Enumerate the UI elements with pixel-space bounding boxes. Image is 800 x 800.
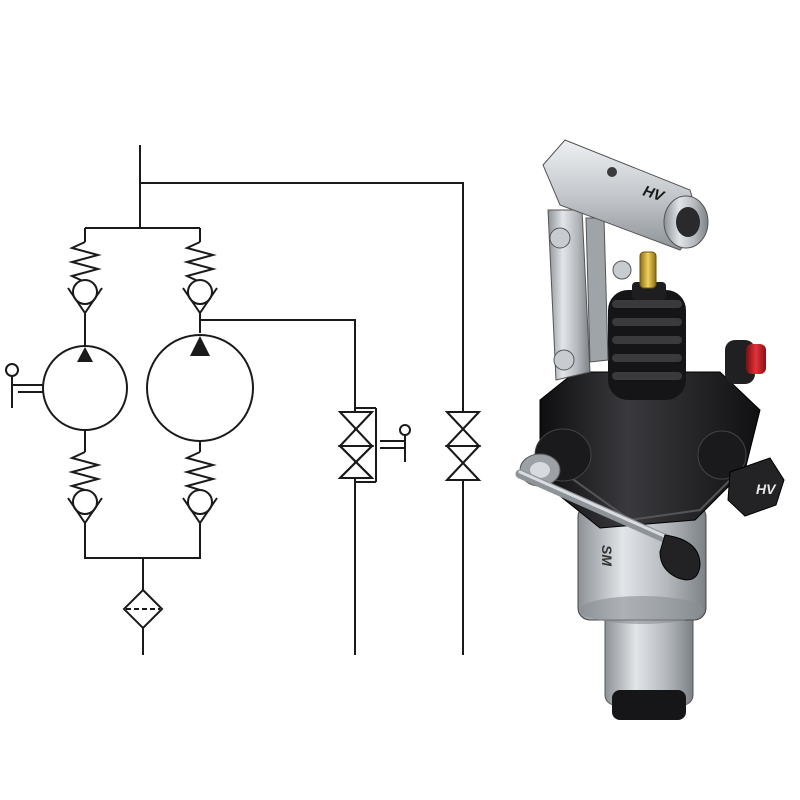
pump-left (42, 345, 128, 431)
valve-lever[interactable] (515, 469, 701, 581)
hydraulic-schematic (5, 145, 482, 655)
lower-manifold-line (84, 523, 201, 559)
relief-valve-cap (746, 344, 766, 374)
spring-lower-left (68, 451, 102, 491)
brand-side: HV (756, 481, 777, 497)
manual-lever-symbol (5, 363, 43, 408)
pressure-branch-line (200, 319, 356, 655)
spring-lower-right (183, 451, 217, 491)
hand-pump-product: SM HV (515, 139, 785, 720)
pump-body: HV (519, 340, 785, 529)
check-valve-lower-left (67, 489, 103, 525)
return-line (140, 182, 464, 655)
link-plates (547, 209, 632, 381)
body-mark: SM (599, 545, 615, 566)
pump-cylinder: SM (577, 504, 707, 720)
check-valve-lower-right (182, 489, 218, 525)
shutoff-valve-symbol (444, 411, 482, 481)
check-valve-upper-right (182, 279, 218, 315)
check-valve-upper-left (67, 279, 103, 315)
brand-top: HV (641, 183, 668, 206)
pump-right (146, 334, 254, 442)
filter-symbol (122, 588, 164, 630)
spring-upper-right (183, 241, 217, 283)
manual-valve-symbol (337, 407, 411, 483)
ribbed-cap (608, 282, 686, 400)
lever-grip[interactable] (659, 534, 701, 581)
valve-knob[interactable] (727, 457, 785, 517)
spring-upper-left (68, 241, 102, 283)
plunger-pin (639, 251, 657, 289)
handle-socket[interactable]: HV (542, 139, 709, 251)
